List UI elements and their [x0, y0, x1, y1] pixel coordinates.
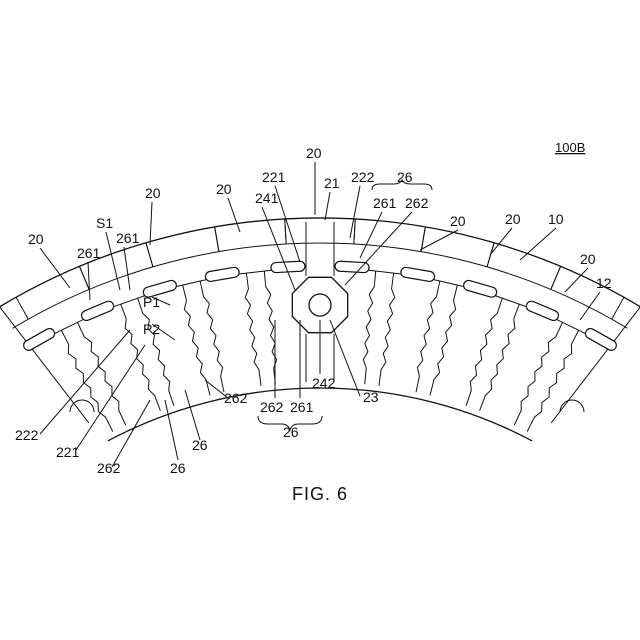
tooth-edge: [183, 285, 210, 396]
label-20-f: 20: [505, 211, 521, 227]
label-p2: P2: [143, 321, 160, 337]
leader-line: [275, 186, 300, 262]
label-221-left: 221: [56, 444, 80, 460]
leader-line: [228, 198, 240, 232]
label-20-d: 20: [306, 145, 322, 161]
label-26-a: 26: [170, 460, 186, 476]
leader-line: [520, 228, 556, 260]
label-10: 10: [548, 211, 564, 227]
tooth-edge: [77, 322, 125, 425]
leader-line: [88, 262, 90, 300]
label-26-b: 26: [192, 437, 208, 453]
drawing-reference: 100B: [555, 140, 585, 155]
tooth-edge: [121, 304, 161, 411]
tooth-edge: [466, 298, 502, 406]
slot-opening: [462, 279, 497, 298]
label-23: 23: [363, 389, 379, 405]
label-221-top: 221: [262, 169, 286, 185]
leader-line: [185, 390, 200, 440]
slot-opening: [205, 267, 240, 283]
label-262-top: 262: [405, 195, 429, 211]
slot-opening: [584, 327, 619, 352]
segment-separator: [551, 266, 561, 289]
slot-opening: [22, 327, 57, 352]
segment-separator: [16, 297, 28, 319]
leader-line: [490, 228, 512, 255]
leader-line: [150, 202, 152, 245]
label-12: 12: [596, 275, 612, 291]
label-262-left: 262: [224, 390, 248, 406]
label-261-b: 261: [116, 230, 140, 246]
label-s1: S1: [96, 215, 113, 231]
label-20-g: 20: [580, 251, 596, 267]
slot-opening: [400, 267, 435, 283]
label-p1: P1: [143, 294, 160, 310]
leader-line: [165, 400, 178, 460]
leader-line: [565, 268, 588, 292]
left-hole-arc: [70, 400, 94, 412]
segment-separator: [146, 243, 153, 267]
leader-line: [420, 230, 458, 250]
tooth-edge: [430, 285, 457, 396]
leader-line: [112, 400, 150, 467]
tooth-edge: [138, 298, 174, 406]
segment-separator: [612, 297, 624, 319]
tooth-head: [363, 270, 407, 275]
label-262-bottom: 262: [97, 460, 121, 476]
label-242: 242: [312, 375, 336, 391]
segment-separator: [354, 219, 355, 244]
tooth-edge: [480, 304, 520, 411]
tooth-edge: [245, 273, 261, 386]
label-20-a: 20: [28, 231, 44, 247]
label-262-mid: 262: [260, 399, 284, 415]
center-hole: [309, 294, 331, 316]
label-21: 21: [324, 175, 340, 191]
segment-separator: [285, 219, 286, 244]
label-20-c: 20: [216, 181, 232, 197]
inner-arc: [108, 388, 532, 441]
label-241: 241: [255, 190, 279, 206]
label-222-top: 222: [351, 169, 375, 185]
tooth-edge: [363, 271, 376, 385]
label-26-bottom: 26: [283, 424, 299, 440]
label-261-top: 261: [373, 195, 397, 211]
label-20-e: 20: [450, 213, 466, 229]
slot-opening: [335, 261, 370, 273]
leader-line: [76, 345, 145, 450]
tooth-edge: [200, 281, 224, 393]
label-261-mid: 261: [290, 399, 314, 415]
slot-opening: [525, 300, 560, 322]
label-261-a: 261: [77, 245, 101, 261]
tooth-head: [490, 294, 531, 309]
tooth-edge: [416, 281, 440, 393]
tooth-edge: [514, 322, 562, 425]
tooth-head: [233, 270, 277, 275]
slot-opening: [80, 300, 115, 322]
label-20-b: 20: [145, 185, 161, 201]
segment-separator: [79, 266, 89, 289]
label-26-top: 26: [397, 169, 413, 185]
leader-line: [325, 192, 330, 220]
tooth-edge: [379, 273, 395, 386]
leader-line: [580, 292, 600, 320]
segment-separator: [215, 227, 219, 252]
leader-line: [124, 247, 130, 290]
figure-caption: FIG. 6: [292, 484, 348, 504]
label-222-left: 222: [15, 427, 39, 443]
